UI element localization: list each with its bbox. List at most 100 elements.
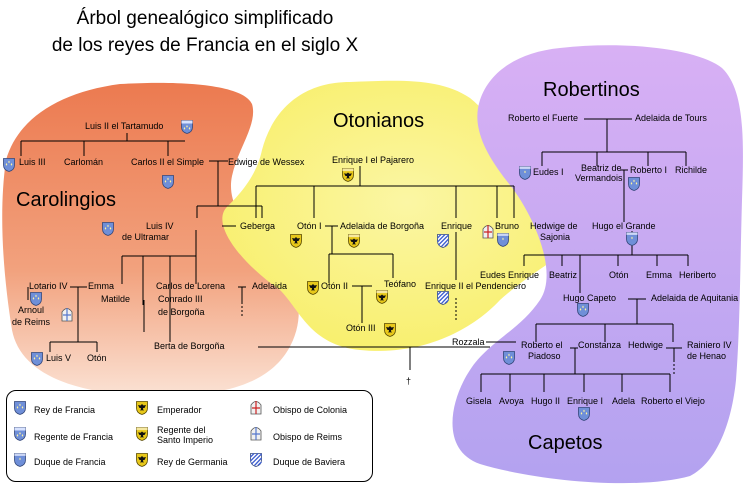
person-matilde: Matilde <box>101 294 130 304</box>
person-hugo-capeto: Hugo Capeto <box>563 293 616 303</box>
person-edwige-wessex: Edwige de Wessex <box>228 157 305 167</box>
region-label-capetos: Capetos <box>528 432 603 454</box>
person-roberto-fuerte: Roberto el Fuerte <box>508 113 578 123</box>
emperor-eagle-icon <box>307 281 319 295</box>
king-shield-icon <box>628 177 640 191</box>
tree-connectors <box>20 118 689 392</box>
person-hugo2: Hugo II <box>531 396 560 406</box>
person-carlos3: Carlos II el Simple <box>131 157 204 167</box>
king-shield-icon <box>577 303 589 317</box>
person-conrado-line1: Conrado III <box>158 294 203 304</box>
person-conrado-line2: de Borgoña <box>158 307 205 317</box>
region-label-otonianos: Otonianos <box>333 110 424 132</box>
person-luis2: Luis II el Tartamudo <box>85 121 163 131</box>
person-eudes-enrique: Eudes Enrique <box>480 270 539 280</box>
king-shield-icon <box>102 222 114 236</box>
person-luis3: Luis III <box>19 157 46 167</box>
person-roberto-piadoso-line2: Piadoso <box>528 351 561 361</box>
person-adelaida-aquitania: Adelaida de Aquitania <box>651 293 738 303</box>
person-roberto-viejo: Roberto el Viejo <box>641 396 705 406</box>
person-carloman: Carlomán <box>64 157 103 167</box>
shield-fleur-icon <box>14 401 26 415</box>
cross-icon: † <box>406 376 411 386</box>
person-teofano: Teófano <box>384 279 416 289</box>
mitre-cologne-icon <box>482 224 494 239</box>
legend-rey-germania: Rey de Germania <box>157 457 228 467</box>
person-constanza: Constanza <box>578 340 621 350</box>
person-arnoul-line2: de Reims <box>12 317 51 327</box>
person-emma-r: Emma <box>646 270 672 280</box>
person-enrique2: Enrique II el Pendenciero <box>425 281 526 291</box>
person-oton1: Otón I <box>297 221 322 231</box>
eagle-emperor-icon <box>136 401 148 415</box>
legend-obispo-colonia: Obispo de Colonia <box>273 405 348 415</box>
bavaria-shield-icon <box>437 234 449 248</box>
person-adelaida-c: Adelaida <box>252 281 287 291</box>
person-oton-c: Otón <box>87 353 107 363</box>
eagle-regent-icon <box>136 427 148 441</box>
person-oton-r: Otón <box>609 270 629 280</box>
people-labels: Luis II el Tartamudo Luis III Carlomán C… <box>12 113 738 406</box>
person-hugo-grande: Hugo el Grande <box>592 221 656 231</box>
person-oton2: Otón II <box>321 281 348 291</box>
mitre-reims-icon <box>61 307 73 322</box>
king-shield-icon <box>3 158 15 172</box>
person-berta: Berta de Borgoña <box>154 341 225 351</box>
regent-eagle-icon <box>376 290 388 304</box>
emperor-eagle-icon <box>290 234 302 248</box>
king-shield-icon <box>162 175 174 189</box>
legend-box: Rey de Francia Regente de Francia Duque … <box>6 390 373 482</box>
person-rozzala: Rozzala <box>452 337 485 347</box>
person-roberto1: Roberto I <box>630 165 667 175</box>
region-label-carolingios: Carolingios <box>16 189 116 211</box>
title-line-2: de los reyes de Francia en el siglo X <box>52 35 359 56</box>
duke-shield-icon <box>497 233 509 247</box>
person-bruno: Bruno <box>495 221 519 231</box>
king-shield-icon <box>578 407 590 421</box>
person-hedwige-sajonia-line1: Hedwige de <box>530 221 578 231</box>
person-enrique1: Enrique I el Pajarero <box>332 155 414 165</box>
person-beatriz-r: Beatriz <box>549 270 578 280</box>
legend-duque-baviera: Duque de Baviera <box>273 457 346 467</box>
person-arnoul-line1: Arnoul <box>18 305 44 315</box>
regent-eagle-icon <box>348 234 360 248</box>
title-line-1: Árbol genealógico simplificado <box>77 8 334 29</box>
person-beatriz-line2: Vermandois <box>575 173 623 183</box>
person-rainiero-line1: Rainiero IV <box>687 340 732 350</box>
person-enrique1-c: Enrique I <box>567 396 603 406</box>
king-shield-icon <box>30 292 42 306</box>
regent-shield-icon <box>181 120 193 134</box>
person-lotario: Lotario IV <box>29 281 68 291</box>
person-heriberto: Heriberto <box>679 270 716 280</box>
region-label-robertinos: Robertinos <box>543 79 640 101</box>
person-enrique: Enrique <box>441 221 472 231</box>
shield-bavaria-icon <box>250 453 262 467</box>
legend-duque-francia: Duque de Francia <box>34 457 106 467</box>
legend-regente-francia: Regente de Francia <box>34 432 114 442</box>
person-adelaida-borgona: Adelaida de Borgoña <box>340 221 424 231</box>
king-shield-icon <box>31 352 43 366</box>
king-shield-icon <box>503 351 515 365</box>
eagle-icon <box>342 168 354 182</box>
legend-obispo-reims: Obispo de Reims <box>273 432 343 442</box>
person-hedwige-sajonia-line2: Sajonia <box>540 232 570 242</box>
person-eudes1: Eudes I <box>533 167 564 177</box>
person-avoya: Avoya <box>499 396 524 406</box>
person-roberto-piadoso-line1: Roberto el <box>521 340 563 350</box>
mitre-reims-icon <box>250 425 262 441</box>
eagle-king-icon <box>136 453 148 467</box>
person-emma-c: Emma <box>88 281 114 291</box>
legend-emperador: Emperador <box>157 405 202 415</box>
person-luis4-line2: de Ultramar <box>122 232 169 242</box>
person-beatriz-line1: Beatriz de <box>581 163 622 173</box>
person-rainiero-line2: de Henao <box>687 351 726 361</box>
person-luis4-line1: Luis IV <box>146 221 174 231</box>
person-luis5: Luis V <box>46 353 71 363</box>
person-geberga: Geberga <box>240 221 275 231</box>
person-richilde: Richilde <box>675 165 707 175</box>
bavaria-shield-icon <box>437 291 449 305</box>
shield-duke-icon <box>14 453 26 467</box>
duke-shield-icon <box>626 232 638 246</box>
